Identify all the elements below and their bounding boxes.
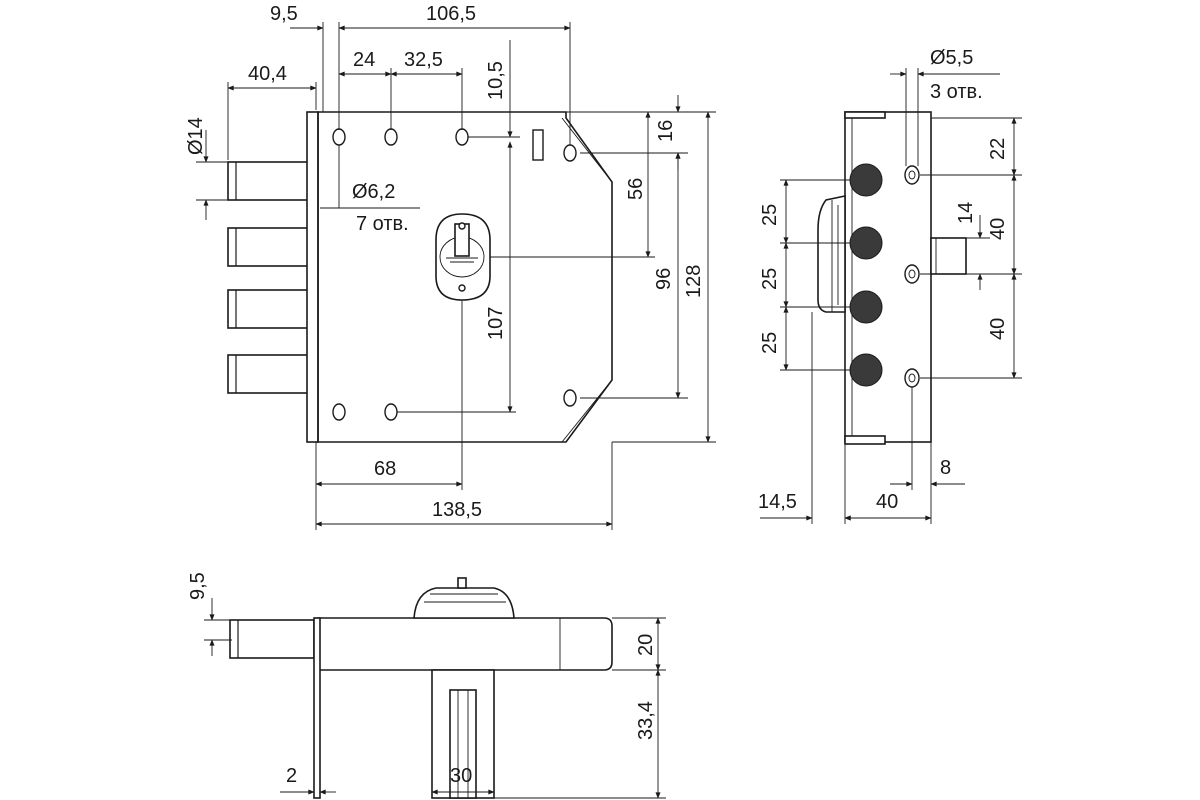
side-width-40: 40 <box>876 491 898 513</box>
dim-bolt-40-4: 40,4 <box>248 63 287 85</box>
mounting-hole <box>455 128 469 146</box>
side-latch <box>930 237 967 275</box>
side-view: Ø5,5 3 отв. 22 14 40 40 25 25 25 8 14,5 … <box>758 47 1022 524</box>
bottom-height-20: 20 <box>635 634 657 656</box>
side-height-40-a: 40 <box>987 218 1009 240</box>
mounting-hole <box>384 403 398 421</box>
bottom-faceplate <box>313 617 321 799</box>
dim-height-56: 56 <box>625 178 647 200</box>
side-height-40-b: 40 <box>987 318 1009 340</box>
side-hole-diam: Ø5,5 <box>930 47 973 69</box>
bolt-end-3 <box>849 290 883 324</box>
dim-height-16: 16 <box>655 120 677 142</box>
dim-width-138-5: 138,5 <box>432 499 482 521</box>
bottom-width-30: 30 <box>450 765 472 787</box>
side-hole-count: 3 отв. <box>930 81 983 103</box>
bottom-view: 9,5 20 33,4 2 30 <box>187 572 666 799</box>
mounting-hole <box>384 128 398 146</box>
bottom-width-2: 2 <box>286 765 297 787</box>
mounting-hole <box>563 389 577 407</box>
side-height-22: 22 <box>987 138 1009 160</box>
side-pitch-25-b: 25 <box>759 268 781 290</box>
bottom-bolt <box>229 619 315 659</box>
side-width-8: 8 <box>940 457 951 479</box>
dim-pitch-32-5: 32,5 <box>404 49 443 71</box>
mounting-hole <box>563 144 577 162</box>
screw-hole <box>904 165 920 185</box>
bottom-cylinder-cap <box>413 587 515 619</box>
dim-height-107: 107 <box>485 307 507 340</box>
dim-width-106-5: 106,5 <box>426 3 476 25</box>
screw-hole <box>904 264 920 284</box>
faceplate <box>306 111 319 443</box>
bolt-end-1 <box>849 163 883 197</box>
bolt-end-2 <box>849 226 883 260</box>
dim-width-68: 68 <box>374 458 396 480</box>
dim-height-96: 96 <box>653 268 675 290</box>
latch-slot <box>532 129 544 161</box>
dim-height-10-5: 10,5 <box>485 61 507 100</box>
side-cylinder <box>817 195 846 313</box>
dim-hole-count: 7 отв. <box>356 213 409 235</box>
bolt-end-4 <box>849 353 883 387</box>
mounting-hole <box>332 403 346 421</box>
front-view: 9,5 106,5 24 32,5 10,5 40,4 Ø14 16 56 Ø6… <box>185 3 716 530</box>
cylinder-plate <box>435 213 491 301</box>
side-height-14: 14 <box>955 202 977 224</box>
mounting-hole <box>332 128 346 146</box>
bolt-2 <box>227 289 317 329</box>
side-pitch-25-c: 25 <box>759 332 781 354</box>
side-width-14-5: 14,5 <box>758 491 797 513</box>
bolt-3 <box>227 354 317 394</box>
dim-height-128: 128 <box>683 265 705 298</box>
dim-pitch-24: 24 <box>353 49 375 71</box>
dim-hole-diam: Ø6,2 <box>352 181 395 203</box>
screw-hole <box>904 368 920 388</box>
bottom-body <box>317 617 613 671</box>
bolt-top <box>227 161 317 201</box>
bottom-height-33-4: 33,4 <box>635 701 657 740</box>
side-pitch-25-a: 25 <box>759 204 781 226</box>
dim-diam-14: Ø14 <box>185 117 207 155</box>
bottom-offset-9-5: 9,5 <box>187 572 209 600</box>
dim-offset-9-5: 9,5 <box>270 3 298 25</box>
bolt-1 <box>227 227 317 267</box>
